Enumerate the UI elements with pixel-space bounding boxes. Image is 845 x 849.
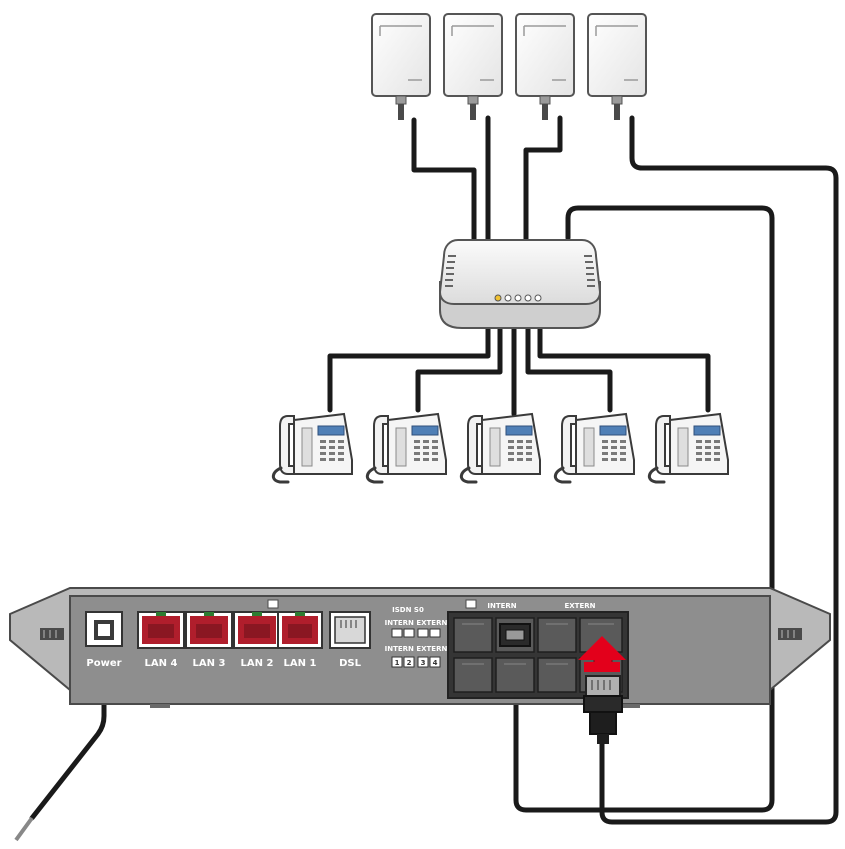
phone-3: [459, 412, 542, 484]
lan-port-1: [277, 611, 323, 649]
dsl-port: [329, 611, 371, 649]
cable-adapter-3: [523, 115, 563, 243]
cable-hub-router: [513, 205, 775, 813]
isdn-switch-row-1: [391, 628, 441, 638]
phones: [271, 412, 730, 484]
adapter-4: [587, 13, 647, 121]
rj45-plug: [583, 675, 623, 744]
block-a-label: INTERN: [487, 602, 516, 610]
cables: [29, 115, 839, 825]
lan-port-4: [137, 611, 185, 649]
cable-phone-1: [327, 325, 491, 413]
cable-adapter-1: [411, 117, 477, 243]
power-port: [85, 611, 123, 647]
block-b-label: EXTERN: [565, 602, 596, 610]
phone-5: [647, 412, 730, 484]
cable-adapter-4: [599, 115, 839, 825]
isdn-label: ISDN S0: [392, 606, 424, 614]
intern-extern-label-2: INTERN EXTERN: [385, 645, 448, 653]
isdn-num-1: 1: [395, 659, 400, 667]
cable-power-tail: [14, 816, 34, 842]
dsl-label: DSL: [339, 658, 362, 669]
hub-leds: [494, 294, 542, 302]
lan-port-2: [233, 611, 281, 649]
lan1-label: LAN 1: [284, 658, 317, 669]
phone-2: [365, 412, 448, 484]
phone-1: [271, 412, 354, 484]
lan-port-3: [185, 611, 233, 649]
cable-phone-2: [415, 325, 503, 413]
phone-4: [553, 412, 636, 484]
isdn-num-4: 4: [433, 659, 438, 667]
intern-extern-label-1: INTERN EXTERN: [385, 619, 448, 627]
router: Power: [9, 587, 831, 708]
cable-phone-4: [525, 325, 613, 413]
lan3-label: LAN 3: [193, 658, 226, 669]
adapters: [371, 13, 647, 121]
isdn-num-3: 3: [421, 659, 426, 667]
isdn-num-2: 2: [407, 659, 412, 667]
adapter-1: [371, 13, 431, 121]
isdn-switch-row-2: [391, 656, 441, 668]
hub: [438, 239, 602, 329]
adapter-3: [515, 13, 575, 121]
lan4-label: LAN 4: [145, 658, 178, 669]
power-label: Power: [86, 658, 121, 669]
cable-phone-5: [537, 325, 711, 413]
lan-ports: [137, 611, 323, 649]
cable-power: [29, 637, 107, 821]
adapter-2: [443, 13, 503, 121]
lan2-label: LAN 2: [241, 658, 274, 669]
